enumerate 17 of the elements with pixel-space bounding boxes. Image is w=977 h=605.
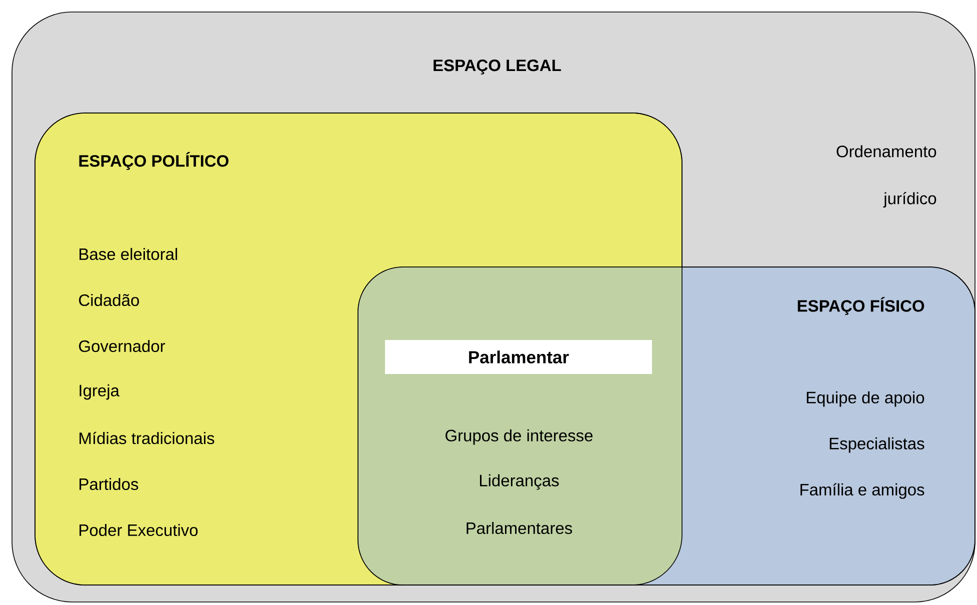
list-item: Partidos [80,478,138,490]
list-item: Equipe de apoio [806,391,924,407]
list-item: Governador [79,340,166,352]
list-item: Lideranças [480,474,559,490]
list-item: Igreja [80,384,120,400]
list-item: Parlamentares [466,522,572,534]
heading: ESPAÇO POLÍTICO [79,152,228,170]
list-item: Cidadão [79,294,139,306]
heading: ESPAÇO FÍSICO [798,296,924,316]
list-item: Grupos de interesse [446,429,593,445]
list-item: Mídias tradicionais [80,432,214,444]
heading: ESPAÇO LEGAL [434,60,561,74]
list-item: Base eleitoral [80,248,178,260]
list-item: Família e amigos [800,483,924,499]
list-item: Poder Executivo [80,524,198,536]
list-item: Especialistas [830,437,924,453]
note-text: Ordenamento jurídico [836,145,936,208]
